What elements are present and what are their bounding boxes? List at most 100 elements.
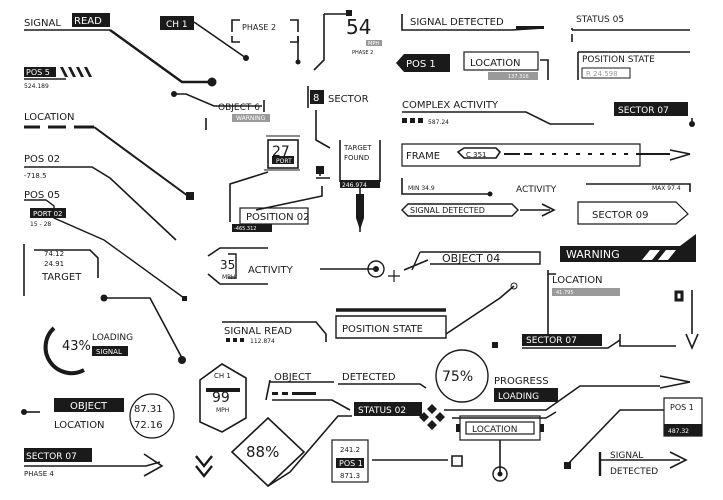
signal-detected-label: SIGNAL DETECTED [410, 17, 504, 28]
sector-label: SECTOR [328, 94, 369, 105]
location-c-dot [497, 471, 503, 477]
pos05-label: POS 05 [24, 190, 60, 201]
activity-target-dot [373, 266, 379, 272]
signal-read-dot [207, 77, 217, 87]
ca-block1 [402, 118, 407, 123]
detected-label-center: DETECTED [342, 372, 396, 383]
location-b-right-label: LOCATION [552, 275, 603, 286]
location-c-inner [465, 421, 535, 435]
position-state-end-dot [510, 282, 518, 290]
connector-position-state [445, 285, 515, 335]
object04-frame [411, 251, 541, 271]
phase2-right-label: PHASE 2 [352, 50, 373, 56]
od-block2 [282, 392, 288, 395]
location-b-bracket [547, 270, 556, 340]
val871: 871.3 [340, 472, 360, 480]
object6-bracket [205, 100, 265, 130]
complex-activity-label: COMPLEX ACTIVITY [402, 100, 499, 111]
activity-right-label: ACTIVITY [516, 185, 557, 195]
connector-port [229, 171, 269, 222]
frame-code: C 351 [466, 151, 486, 159]
complex-activity-line [402, 111, 594, 125]
sector07-b-box [522, 334, 602, 346]
progress-underline [452, 411, 557, 419]
num54-frame [313, 13, 346, 71]
position-state-right-label: POSITION STATE [582, 55, 655, 65]
phase2-frame [231, 19, 299, 43]
location-b-value: 41.795 [556, 290, 574, 296]
target-dot [100, 294, 108, 302]
location-label: LOCATION [24, 112, 75, 123]
target-found-2: FOUND [344, 154, 369, 162]
speed-b-unit: MPH [216, 407, 229, 414]
object-box [54, 398, 124, 412]
position-state-value: R 24.598 [586, 70, 618, 78]
warning-small-box [232, 114, 270, 122]
pos05-dot [182, 296, 187, 301]
sector07-left-box [24, 448, 92, 462]
ch1-b-label: CH 1 [214, 372, 231, 380]
location-b-value-box [552, 288, 620, 296]
target-bracket [23, 244, 99, 296]
target-found-pointer [356, 194, 364, 230]
position02-value: -465.312 [234, 226, 256, 232]
pos02-value: -718.5 [24, 172, 47, 180]
location-c-cap-l [456, 424, 460, 432]
object-label-center: OBJECT [274, 372, 312, 383]
ch1-dot [243, 55, 249, 61]
object6-dot [171, 91, 177, 97]
pct75-ring [435, 349, 489, 403]
signal-right-label: SIGNAL [610, 451, 643, 461]
port02-value: 15 - 28 [30, 221, 51, 228]
sr-block1 [226, 338, 230, 342]
pos1-tag-label-box [336, 458, 364, 468]
target-v2: 24.91 [44, 260, 64, 268]
location-c-label: LOCATION [472, 425, 518, 435]
signal-detected-arrow [520, 203, 556, 217]
port-label: PORT [276, 158, 292, 165]
position-state-label: POSITION STATE [342, 324, 423, 335]
position02-box [239, 207, 309, 225]
target-v1: 74.12 [44, 250, 64, 258]
position-state-box [335, 315, 447, 339]
signal-detected-b-label: SIGNAL DETECTED [410, 206, 485, 215]
sector07-dot [689, 121, 695, 127]
num54-value: 54 [346, 15, 371, 39]
detected-right-label: DETECTED [610, 467, 658, 477]
target-found-1: TARGET [343, 144, 372, 152]
ca-block3 [418, 118, 423, 123]
phase2-dot [295, 59, 301, 65]
signal-read-box [72, 13, 110, 27]
num54-corner [346, 10, 352, 16]
sector-num-box [310, 90, 324, 104]
signal-read-value: 112.874 [250, 338, 275, 345]
mph-label: MPH [368, 41, 379, 47]
status05-label: STATUS 05 [576, 15, 624, 25]
od-block3 [292, 392, 316, 395]
right-down-arrow [685, 290, 699, 351]
speed-unit: MPH [222, 274, 235, 281]
frame-label: FRAME [406, 151, 440, 162]
activity-target-ring [367, 260, 385, 278]
warning-small-label: WARNING [236, 115, 266, 122]
sector09-label: SECTOR 09 [592, 210, 648, 221]
speed-bracket [207, 247, 268, 285]
coord1: 87.31 [134, 404, 163, 415]
location-c-cap-r [540, 424, 544, 432]
phase4-label: PHASE 4 [24, 470, 54, 478]
status05-underline [571, 28, 690, 31]
loading-arc [43, 326, 85, 376]
sector-num: 8 [313, 93, 319, 104]
pos5-box [24, 67, 56, 77]
port02-box [30, 208, 66, 218]
coord-ring [129, 393, 175, 439]
object-label: OBJECT [70, 401, 108, 412]
sector07-b-label: SECTOR 07 [526, 336, 577, 346]
status02-label: STATUS 02 [358, 406, 406, 416]
sector-bracket [307, 86, 331, 149]
pos1-tag-box [331, 439, 369, 483]
progress-arrow [444, 375, 691, 411]
object-detected-line [338, 383, 427, 389]
location-value-box [488, 72, 538, 80]
